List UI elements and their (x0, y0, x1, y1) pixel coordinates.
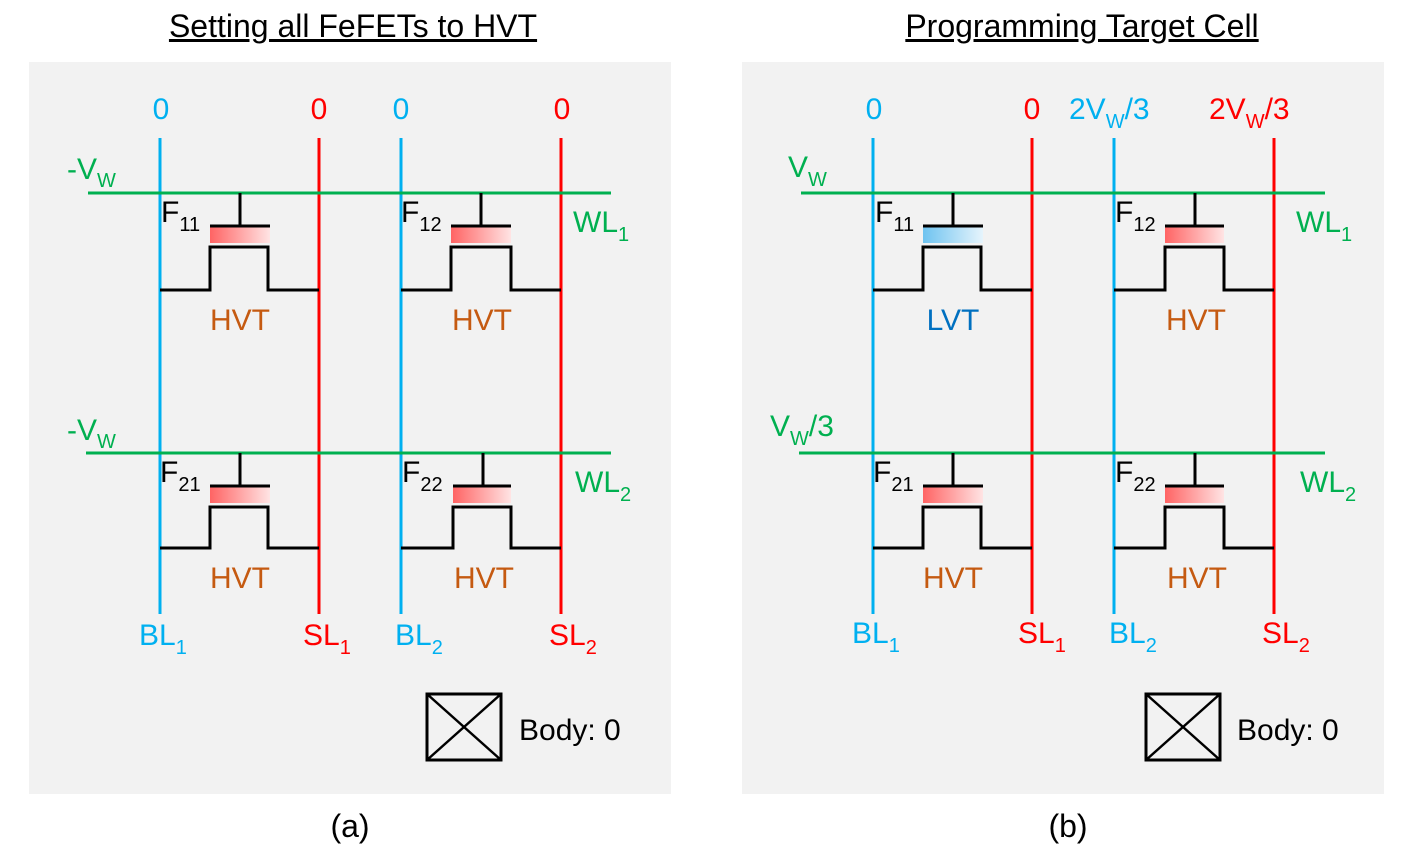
state-label-f11: LVT (927, 304, 980, 337)
ferroelectric-layer-f11 (210, 226, 270, 243)
ferroelectric-layer-f21 (210, 486, 270, 503)
wl2-label: WL2 (1300, 466, 1356, 506)
state-label-f11: HVT (210, 304, 270, 337)
svg-text:F22: F22 (402, 456, 443, 496)
bl2-label: BL2 (395, 619, 443, 659)
fefet-f12: F12 HVT (1114, 193, 1274, 337)
state-label-f21: HVT (210, 562, 270, 595)
wl1-label: WL1 (1296, 206, 1352, 246)
ferroelectric-layer-f12 (1165, 226, 1224, 243)
svg-text:F21: F21 (873, 456, 914, 496)
fefet-f12: F12 HVT (401, 193, 561, 337)
fefet-f22: F22 HVT (1114, 453, 1274, 595)
wl1-voltage: VW (788, 151, 827, 191)
state-label-f12: HVT (452, 304, 512, 337)
panel-b-schematic: 0 0 2VW/3 2VW/3 VW VW/3 F11 LVT F12 HVT … (770, 93, 1356, 762)
bl1-label: BL1 (852, 617, 900, 657)
panel-a-schematic: 0 0 0 0 -VW -VW F11 HVT F12 HVT F21 HVT (67, 93, 631, 762)
ferroelectric-layer-f22 (453, 486, 511, 503)
svg-text:F11: F11 (875, 196, 914, 236)
wl2-label: WL2 (575, 466, 631, 506)
ferroelectric-layer-f11 (923, 226, 983, 243)
svg-text:F12: F12 (1115, 196, 1156, 236)
fefet-f22: F22 HVT (401, 453, 561, 595)
panel-b-caption: (b) (1048, 808, 1088, 844)
wl2-voltage: VW/3 (770, 410, 834, 450)
fefet-f11: F11 LVT (873, 193, 1032, 337)
bl1-voltage: 0 (866, 93, 883, 126)
ferroelectric-layer-f12 (451, 226, 511, 243)
panel-a-caption: (a) (330, 808, 370, 844)
svg-text:F22: F22 (1115, 456, 1156, 496)
state-label-f12: HVT (1166, 304, 1226, 337)
panel-b: 0 0 2VW/3 2VW/3 VW VW/3 F11 LVT F12 HVT … (742, 62, 1384, 794)
bl2-voltage: 2VW/3 (1069, 93, 1150, 133)
bl2-voltage: 0 (393, 93, 410, 126)
body-ground-icon (1144, 692, 1222, 762)
panel-b-title: Programming Target Cell (905, 8, 1259, 44)
fefet-f21: F21 HVT (160, 453, 319, 595)
svg-text:F11: F11 (161, 196, 200, 236)
sl1-label: SL1 (1018, 617, 1066, 657)
fefet-f11: F11 HVT (160, 193, 319, 337)
bl1-label: BL1 (139, 619, 187, 659)
sl2-voltage: 0 (554, 93, 571, 126)
sl1-voltage: 0 (311, 93, 328, 126)
bl2-label: BL2 (1109, 617, 1157, 657)
svg-text:F21: F21 (160, 456, 201, 496)
sl1-voltage: 0 (1024, 93, 1041, 126)
panel-a: 0 0 0 0 -VW -VW F11 HVT F12 HVT F21 HVT (29, 62, 671, 794)
wl2-voltage: -VW (67, 414, 116, 453)
sl1-label: SL1 (303, 619, 351, 659)
body-label: Body: 0 (1237, 714, 1339, 747)
state-label-f22: HVT (454, 562, 514, 595)
fefet-f21: F21 HVT (873, 453, 1032, 595)
state-label-f21: HVT (923, 562, 983, 595)
sl2-voltage: 2VW/3 (1209, 93, 1290, 133)
ferroelectric-layer-f21 (923, 486, 983, 503)
svg-text:F12: F12 (401, 196, 442, 236)
bl1-voltage: 0 (153, 93, 170, 126)
wl1-voltage: -VW (67, 153, 116, 192)
sl2-label: SL2 (1262, 617, 1310, 657)
ferroelectric-layer-f22 (1165, 486, 1224, 503)
panel-a-title: Setting all FeFETs to HVT (168, 8, 538, 44)
state-label-f22: HVT (1167, 562, 1227, 595)
wl1-label: WL1 (573, 206, 629, 246)
body-label: Body: 0 (519, 714, 621, 747)
body-ground-icon (425, 692, 503, 762)
sl2-label: SL2 (549, 619, 597, 659)
